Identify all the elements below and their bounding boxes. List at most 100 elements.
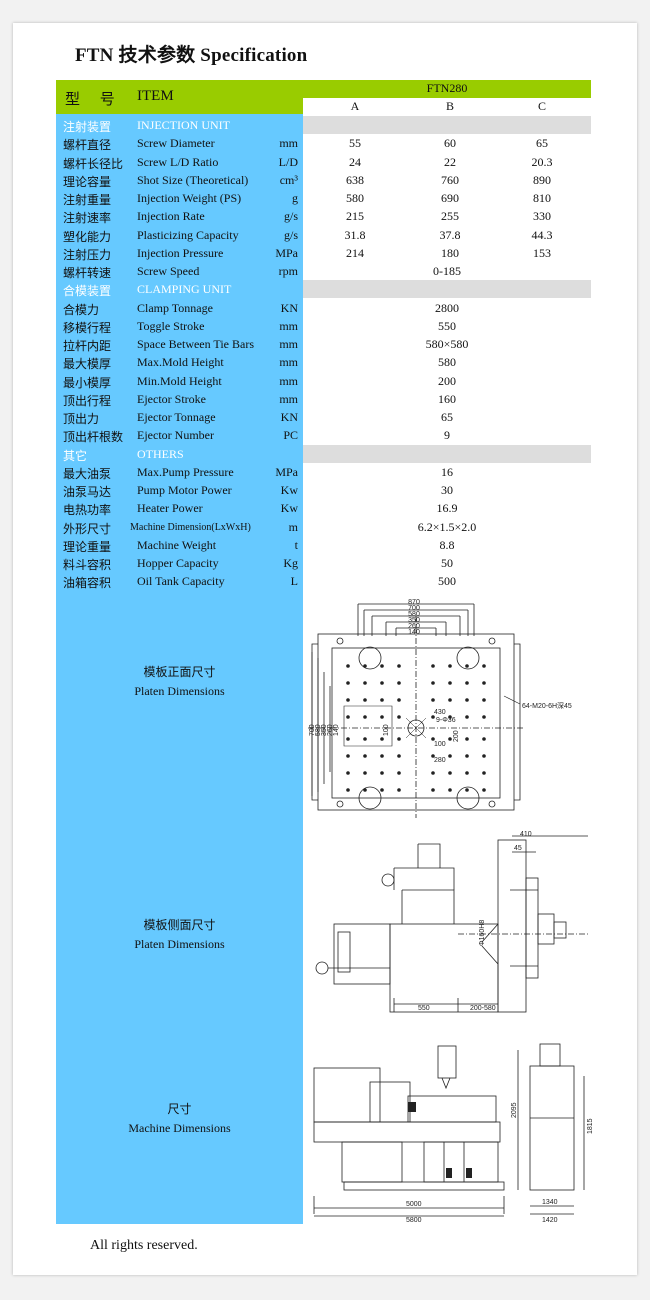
front-dim-inner-1: 280 xyxy=(434,757,446,764)
section-header-bar xyxy=(303,280,591,299)
spec-unit: mm xyxy=(279,136,298,151)
spec-name-cn: 理论重量 xyxy=(63,539,112,554)
section-name-cn: 其它 xyxy=(63,448,88,463)
section-header-bar xyxy=(303,116,591,134)
platen-hole-dot xyxy=(363,698,367,702)
machine-dim-height: 2095 xyxy=(511,1102,518,1118)
spec-value-a: 214 xyxy=(346,245,364,260)
machine-dim-w2: 1420 xyxy=(542,1217,558,1222)
spec-name-cn: 注射压力 xyxy=(63,247,112,262)
spec-name-cn: 注射重量 xyxy=(63,193,112,207)
platen-hole-dot xyxy=(346,698,350,702)
side-platen-drawing: 410 45 Φ160H8 550 200-580 xyxy=(315,831,588,1013)
front-dim-top-3: 350 xyxy=(408,617,420,624)
front-platen-label-en: Platen Dimensions xyxy=(134,684,225,698)
spec-name-en: Screw Diameter xyxy=(137,136,215,151)
spec-value: 2800 xyxy=(435,300,459,315)
copyright-footer: All rights reserved. xyxy=(90,1238,198,1253)
platen-hole-dot xyxy=(380,681,384,685)
spec-name-en: Max.Mold Height xyxy=(137,355,224,370)
platen-hole-dot xyxy=(465,698,469,702)
spec-unit: L xyxy=(290,574,298,589)
spec-value: 16.9 xyxy=(436,501,458,516)
machine-dimensions-label: 尺寸 Machine Dimensions xyxy=(56,1100,303,1138)
platen-hole-dot xyxy=(346,771,350,775)
section-name-en: INJECTION UNIT xyxy=(137,118,230,132)
spec-name-en: Pump Motor Power xyxy=(137,483,232,497)
spec-value: 9 xyxy=(444,428,450,443)
front-dim-left-3: 350 xyxy=(321,724,328,736)
spec-value-c: 810 xyxy=(533,191,551,205)
spec-name-en: Injection Pressure xyxy=(137,245,224,260)
spec-unit: mm xyxy=(279,391,298,406)
section-name-cn: 合模装置 xyxy=(63,284,112,299)
platen-hole-dot xyxy=(397,681,401,685)
spec-unit: g xyxy=(292,191,298,205)
spec-value: 30 xyxy=(441,483,453,497)
spec-unit: m xyxy=(288,519,298,534)
spec-name-cn: 合模力 xyxy=(63,302,100,317)
side-platen-label-en: Platen Dimensions xyxy=(134,937,225,951)
front-dim-top-4: 260 xyxy=(408,623,420,630)
platen-hole-dot xyxy=(465,664,469,668)
platen-hole-dot xyxy=(363,664,367,668)
column-head-b: B xyxy=(445,99,454,113)
section-name-en: CLAMPING UNIT xyxy=(137,282,232,297)
front-dim-left-4: 260 xyxy=(327,724,334,736)
platen-hole-dot xyxy=(482,681,486,685)
spec-name-cn: 理论容量 xyxy=(63,174,112,189)
spec-name-en: Space Between Tie Bars xyxy=(137,337,254,351)
side-platen-label-cn: 模板侧面尺寸 xyxy=(143,918,216,932)
platen-hole-dot xyxy=(431,771,435,775)
spec-name-en: Heater Power xyxy=(137,501,203,516)
spec-name-cn: 最小模厚 xyxy=(63,375,112,390)
spec-name-cn: 螺杆转速 xyxy=(63,266,112,280)
side-dim-range: 200-580 xyxy=(470,1005,496,1012)
spec-value: 580 xyxy=(438,355,456,370)
front-thread-note: 64-M20-6H深45 xyxy=(522,701,572,710)
spec-value-b: 60 xyxy=(444,136,456,151)
spec-name-en: Hopper Capacity xyxy=(137,556,219,570)
platen-hole-dot xyxy=(380,698,384,702)
platen-hole-dot xyxy=(363,788,367,792)
platen-hole-dot xyxy=(363,681,367,685)
platen-hole-dot xyxy=(465,681,469,685)
platen-hole-dot xyxy=(448,698,452,702)
platen-hole-dot xyxy=(346,754,350,758)
platen-hole-dot xyxy=(431,737,435,741)
platen-hole-dot xyxy=(465,715,469,719)
platen-hole-dot xyxy=(346,788,350,792)
spec-unit: MPa xyxy=(275,245,298,260)
platen-hole-dot xyxy=(448,737,452,741)
section-header: 合模装置 CLAMPING UNIT xyxy=(0,280,650,298)
platen-hole-dot xyxy=(448,771,452,775)
spec-name-cn: 拉杆内距 xyxy=(63,339,112,353)
front-hole-note: 9-Φ36 xyxy=(436,717,456,724)
spec-value-a: 31.8 xyxy=(344,227,366,242)
spec-name-cn: 移模行程 xyxy=(63,320,112,335)
spec-name-en: Ejector Stroke xyxy=(137,391,206,406)
spec-value: 160 xyxy=(438,391,456,406)
platen-hole-dot xyxy=(397,698,401,702)
spec-name-cn: 油箱容积 xyxy=(63,576,112,591)
spec-name-cn: 注射速率 xyxy=(63,211,112,226)
spec-value: 50 xyxy=(441,556,453,570)
spec-unit: Kg xyxy=(283,556,298,570)
platen-hole-dot xyxy=(482,664,486,668)
model-name: FTN280 xyxy=(426,81,468,95)
spec-value: 65 xyxy=(441,410,453,424)
platen-hole-dot xyxy=(363,771,367,775)
platen-hole-dot xyxy=(465,737,469,741)
item-header-cell xyxy=(56,80,303,114)
platen-hole-dot xyxy=(431,681,435,685)
spec-name-en: Oil Tank Capacity xyxy=(137,574,225,589)
platen-hole-dot xyxy=(465,788,469,792)
column-head-c: C xyxy=(537,99,546,113)
